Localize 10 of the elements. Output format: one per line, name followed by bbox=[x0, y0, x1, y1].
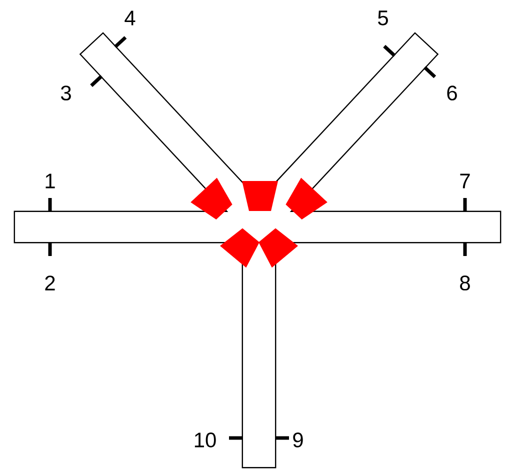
callout-number: 6 bbox=[447, 86, 457, 100]
callout-number: 9 bbox=[293, 432, 303, 448]
callout-number: 8 bbox=[460, 276, 470, 290]
callout-number: 2 bbox=[45, 276, 55, 290]
callout-number: 5 bbox=[378, 10, 388, 26]
callout-number: 1 bbox=[46, 174, 55, 188]
callout-number: 10 bbox=[194, 432, 216, 448]
callout-number: 4 bbox=[124, 10, 136, 26]
callout-number: 7 bbox=[460, 174, 470, 188]
callout-number: 3 bbox=[60, 86, 71, 100]
